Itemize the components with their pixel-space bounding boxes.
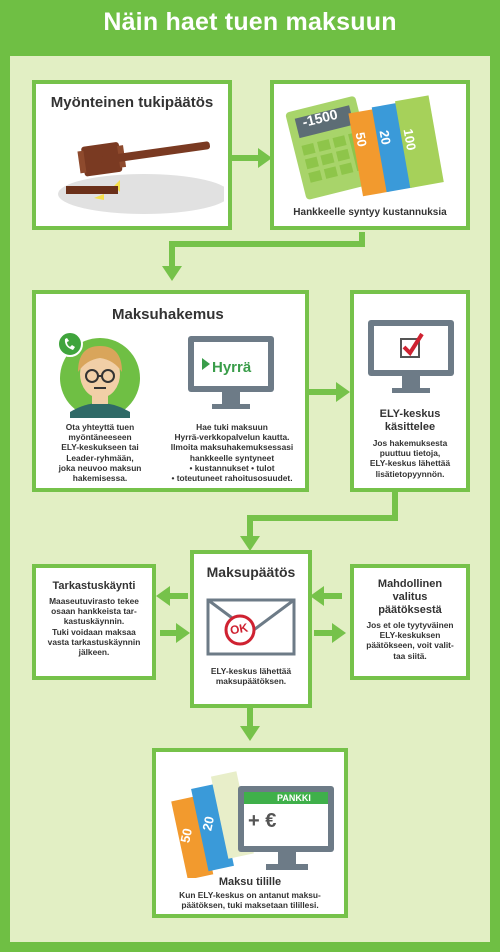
text-line: taa siitä. <box>393 650 427 661</box>
text-line: ELY-keskus lähettää <box>210 666 292 676</box>
bill-50-label: 50 <box>177 826 196 845</box>
step-application-box: Maksuhakemus Ota yhteyttä tuen myöntänee… <box>32 290 309 492</box>
arrowhead-9 <box>240 726 260 741</box>
step-payment-box: 50 20 PANKKI + € Maksu tilille Kun ELY-k… <box>152 748 348 918</box>
text-line: päätöksen, tuki maksetaan tilillesi. <box>181 900 319 911</box>
text-line: Kun ELY-keskus on antanut maksu- <box>179 890 321 900</box>
step-payment-text: Kun ELY-keskus on antanut maksu- päätöks… <box>156 890 344 910</box>
arrowhead-5 <box>156 586 170 606</box>
step-decision-heading: Maksupäätös <box>206 564 296 580</box>
step-application-heading: Maksuhakemus <box>112 306 224 323</box>
right-text-line: • kustannukset • tulot <box>189 462 275 473</box>
step-application-left-text: Ota yhteyttä tuen myöntäneeseen ELY-kesk… <box>42 422 158 483</box>
arrowhead-7 <box>310 586 324 606</box>
bill-50-label: 50 <box>352 131 370 148</box>
appeal-heading: Mahdollinen valitus päätöksestä <box>354 578 466 617</box>
arrow-step4-to-step5 <box>247 492 398 540</box>
bill-20-label: 20 <box>199 814 218 833</box>
bank-label: PANKKI <box>277 793 311 803</box>
text-line: ELY-keskus lähettää <box>369 458 451 469</box>
step-processing-box: ELY-keskus käsittelee Jos hakemuksesta p… <box>350 290 470 492</box>
step-processing-text: Jos hakemuksesta puuttuu tietoja, ELY-ke… <box>354 438 466 479</box>
hyrra-logo: Hyrrä <box>212 359 252 376</box>
arrow-step2-to-step3 <box>169 232 365 270</box>
heading-line: päätöksestä <box>378 604 442 616</box>
arrowhead-6 <box>176 623 190 643</box>
bank-payment-icon <box>171 771 334 878</box>
left-text-line: myöntäneeseen <box>68 432 132 443</box>
left-text-line: Ota yhteyttä tuen <box>65 422 135 432</box>
phone-icon <box>57 331 83 357</box>
heading-line: Mahdollinen <box>377 578 443 590</box>
checkbox-monitor-icon <box>368 320 454 393</box>
bill-20-label: 20 <box>376 129 394 146</box>
left-text-line: Leader-ryhmään, <box>66 452 134 463</box>
appeal-text: Jos et ole tyytyväinen ELY-keskuksen pää… <box>354 620 466 661</box>
text-line: kastuskäynnin. <box>63 616 125 627</box>
heading-line: käsittelee <box>384 421 436 433</box>
arrowhead-2 <box>162 266 182 281</box>
bill-20 <box>191 783 234 872</box>
ok-stamp <box>224 614 256 646</box>
right-text-line: hankkeelle syntyneet <box>189 452 275 463</box>
step-costs-box: -1500 50 20 100 Hankkeelle syntyy kustan… <box>270 80 470 230</box>
arrowhead-3 <box>336 382 350 402</box>
text-line: Maaseutuvirasto tekee <box>49 596 139 606</box>
appeal-box: Mahdollinen valitus päätöksestä Jos et o… <box>350 564 470 680</box>
text-line: Jos hakemuksesta <box>372 438 448 448</box>
text-line: jälkeen. <box>78 647 110 658</box>
text-line: osaan hankkeista tar- <box>51 606 137 617</box>
step-payment-heading: Maksu tilille <box>218 876 282 888</box>
arrowhead-1 <box>258 148 272 168</box>
inspection-heading: Tarkastuskäynti <box>52 580 136 592</box>
left-text-line: ELY-keskukseen tai <box>61 442 139 453</box>
bills-icon <box>348 95 444 197</box>
text-line: lisätietopyynnön. <box>375 468 445 479</box>
gavel-icon <box>58 141 224 214</box>
right-text-line: Hyrrä-verkkopalvelun kautta. <box>174 432 290 443</box>
heading-line: ELY-keskus <box>379 408 441 420</box>
monitor-icon <box>188 336 274 409</box>
right-text-line: Ilmoita maksuhakemuksessasi <box>170 442 294 453</box>
text-line: päätökseen, voit valit- <box>366 640 454 651</box>
right-text-line: Hae tuki maksuun <box>196 422 268 432</box>
text-line: Jos et ole tyytyväinen <box>366 620 454 630</box>
text-line: maksupäätöksen. <box>215 676 287 687</box>
text-line: ELY-keskuksen <box>379 630 441 641</box>
heading-line: valitus <box>392 591 428 603</box>
step-approval-box: Myönteinen tukipäätös <box>32 80 232 230</box>
step-approval-heading: Myönteinen tukipäätös <box>50 94 214 111</box>
bill-50 <box>171 796 214 878</box>
text-line: vasta tarkastuskäynnin <box>47 636 141 647</box>
step-decision-box: Maksupäätös OK ELY-keskus lähettää maksu… <box>190 550 312 708</box>
page-title: Näin haet tuen maksuun <box>103 8 397 36</box>
step-decision-text: ELY-keskus lähettää maksupäätöksen. <box>194 666 308 686</box>
advisor-avatar <box>57 331 140 418</box>
text-line: puuttuu tietoja, <box>379 448 441 459</box>
text-line: Tuki voidaan maksaa <box>52 626 136 637</box>
arrowhead-4 <box>240 536 260 551</box>
step-costs-caption: Hankkeelle syntyy kustannuksia <box>293 207 447 218</box>
step-application-right-text: Hae tuki maksuun Hyrrä-verkkopalvelun ka… <box>160 422 304 483</box>
inspection-box: Tarkastuskäynti Maaseutuvirasto tekee os… <box>32 564 156 680</box>
right-text-line: • toteutuneet rahoitusosuudet. <box>171 473 293 484</box>
left-text-line: joka neuvoo maksun <box>58 462 142 473</box>
step-processing-heading: ELY-keskus käsittelee <box>354 408 466 434</box>
left-text-line: hakemisessa. <box>72 473 128 484</box>
euro-symbol: + € <box>248 810 277 832</box>
inspection-text: Maaseutuvirasto tekee osaan hankkeista t… <box>36 596 152 657</box>
calculator-and-bills-icon <box>285 95 444 200</box>
envelope-icon <box>206 598 296 656</box>
arrowhead-8 <box>332 623 346 643</box>
